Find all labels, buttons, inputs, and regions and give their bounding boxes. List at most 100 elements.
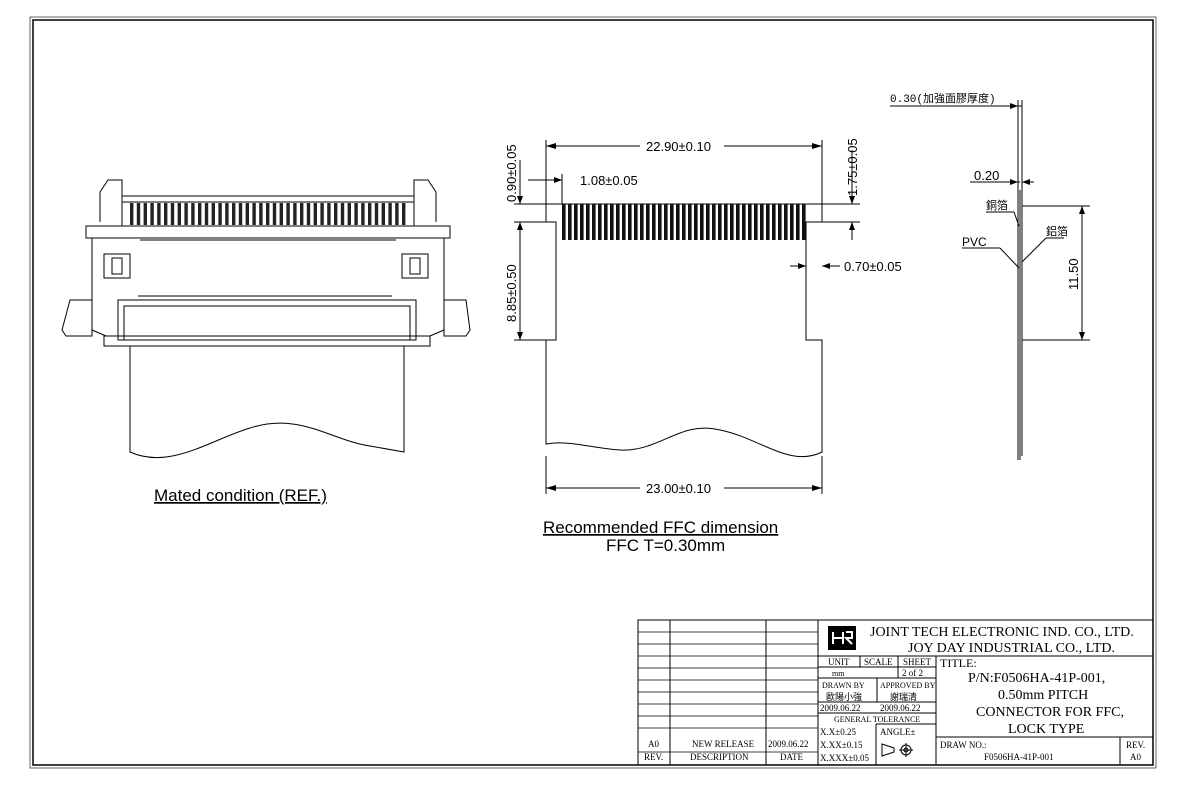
ffc-contact-finger xyxy=(754,204,758,240)
ffc-contact-finger xyxy=(730,204,734,240)
dim-width-bottom: 23.00±0.10 xyxy=(646,481,711,496)
label-aluminum: 鋁箔 xyxy=(1046,224,1068,238)
ffc-contact-finger xyxy=(712,204,716,240)
sheet-value: 2 of 2 xyxy=(902,668,923,678)
mated-contact-tooth xyxy=(313,203,317,225)
ffc-contact-finger xyxy=(694,204,698,240)
title-line-2: 0.50mm PITCH xyxy=(998,688,1088,703)
ffc-contact-finger xyxy=(772,204,776,240)
mated-contact-tooth xyxy=(374,203,379,225)
dim-h1: 0.90±0.05 xyxy=(504,144,519,202)
company-name-2: JOY DAY INDUSTRIAL CO., LTD. xyxy=(908,641,1115,656)
dim-h3: 1.75±0.05 xyxy=(845,138,860,196)
ffc-contact-finger xyxy=(664,204,668,240)
ffc-contact-finger xyxy=(778,204,782,240)
rev-row-description: NEW RELEASE xyxy=(692,739,755,749)
ffc-contact-finger xyxy=(622,204,626,240)
tolerance-label: GENERAL TOLERANCE xyxy=(834,715,920,724)
mated-contact-tooth xyxy=(340,203,345,225)
dim-gap: 0.70±0.05 xyxy=(844,259,902,274)
drawn-by-label: DRAWN BY xyxy=(822,681,865,690)
ffc-contact-fingers xyxy=(562,204,806,240)
ffc-contact-finger xyxy=(616,204,620,240)
title-line-3: CONNECTOR FOR FFC, xyxy=(976,705,1124,720)
ffc-contact-finger xyxy=(670,204,674,240)
ffc-contact-finger xyxy=(742,204,746,240)
date-col-header: DATE xyxy=(780,752,803,762)
mated-contact-tooth xyxy=(164,203,168,225)
ffc-contact-finger xyxy=(634,204,638,240)
mated-contact-tooth xyxy=(272,203,277,225)
mated-contact-tooth xyxy=(259,203,263,225)
ffc-contact-finger xyxy=(604,204,608,240)
unit-value: mm xyxy=(832,669,845,678)
mated-contact-tooth xyxy=(157,203,161,225)
tolerance-2: X.XX±0.15 xyxy=(820,740,863,750)
dim-020: 0.20 xyxy=(974,168,999,183)
mated-contact-tooth xyxy=(402,203,406,225)
mated-contact-comb xyxy=(130,203,406,225)
mated-contact-tooth xyxy=(327,203,331,225)
ffc-contact-finger xyxy=(580,204,584,240)
ffc-contact-finger xyxy=(688,204,692,240)
mated-caption: Mated condition (REF.) xyxy=(154,486,327,505)
rev-row-date: 2009.06.22 xyxy=(768,739,809,749)
rev-value: A0 xyxy=(1130,752,1141,762)
mated-contact-tooth xyxy=(354,203,358,225)
mated-contact-tooth xyxy=(245,203,249,225)
mated-contact-tooth xyxy=(143,203,147,225)
desc-col-header: DESCRIPTION xyxy=(690,752,749,762)
rev-col-header: REV. xyxy=(644,752,663,762)
label-copper: 銅箔 xyxy=(986,198,1008,212)
approved-date: 2009.06.22 xyxy=(880,703,921,713)
company-logo xyxy=(828,626,856,650)
ffc-contact-finger xyxy=(766,204,770,240)
mated-contact-tooth xyxy=(252,203,256,225)
mated-contact-tooth xyxy=(130,203,134,225)
mated-contact-tooth xyxy=(198,203,202,225)
sheet-label: SHEET xyxy=(903,657,932,667)
mated-contact-tooth xyxy=(381,203,385,225)
ffc-contact-finger xyxy=(652,204,656,240)
ffc-contact-finger xyxy=(718,204,722,240)
ffc-contact-finger xyxy=(568,204,572,240)
dim-width-top: 22.90±0.10 xyxy=(646,139,711,154)
ffc-contact-finger xyxy=(790,204,794,240)
mated-contact-tooth xyxy=(293,203,297,225)
ffc-contact-finger xyxy=(646,204,650,240)
scale-label: SCALE xyxy=(864,657,893,667)
dim-h2: 8.85±0.50 xyxy=(504,264,519,322)
rev-label: REV. xyxy=(1126,740,1145,750)
sheet-border xyxy=(32,19,1154,766)
mated-contact-tooth xyxy=(211,203,215,225)
mated-contact-tooth xyxy=(266,203,270,225)
mated-contact-tooth xyxy=(150,203,154,225)
ffc-contact-finger xyxy=(574,204,578,240)
mated-contact-tooth xyxy=(184,203,188,225)
ffc-side-view xyxy=(890,100,1090,460)
mated-contact-tooth xyxy=(204,203,209,225)
mated-contact-tooth xyxy=(225,203,229,225)
title-line-4: LOCK TYPE xyxy=(1008,722,1084,737)
ffc-contact-finger xyxy=(706,204,710,240)
ffc-contact-finger xyxy=(598,204,602,240)
mated-contact-tooth xyxy=(218,203,222,225)
mated-contact-tooth xyxy=(286,203,290,225)
ffc-contact-finger xyxy=(736,204,740,240)
company-name-1: JOINT TECH ELECTRONIC IND. CO., LTD. xyxy=(870,625,1134,640)
drawn-by-name: 歐陽小強 xyxy=(826,691,862,702)
drawn-date: 2009.06.22 xyxy=(820,703,861,713)
mated-condition-view xyxy=(61,179,471,459)
mated-contact-tooth xyxy=(368,203,372,225)
ffc-contact-finger xyxy=(748,204,752,240)
tolerance-1: X.X±0.25 xyxy=(820,727,856,737)
mated-contact-tooth xyxy=(279,203,283,225)
rec-subcaption: FFC T=0.30mm xyxy=(606,536,725,555)
ffc-contact-finger xyxy=(796,204,800,240)
projection-symbol-icon xyxy=(881,743,913,757)
approved-by-label: APPROVED BY xyxy=(880,681,936,690)
recommended-ffc-view xyxy=(514,140,860,494)
label-pvc: PVC xyxy=(962,235,987,249)
mated-contact-tooth xyxy=(306,203,311,225)
